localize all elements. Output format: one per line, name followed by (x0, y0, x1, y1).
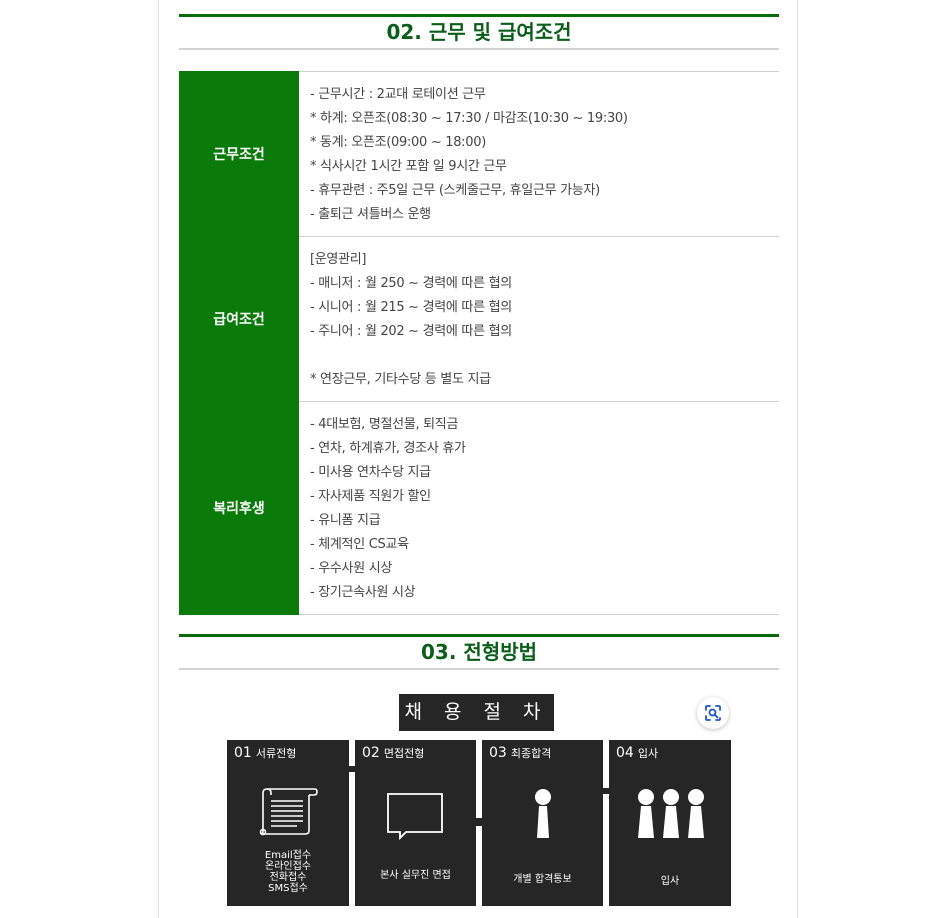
list-item: - 연차, 하계휴가, 경조사 휴가 (310, 441, 466, 456)
caption-line: 본사 실무진 면접 (380, 870, 451, 881)
list-item: - 시니어 : 월 215 ~ 경력에 따른 협의 (310, 300, 512, 315)
step-name: 입사 (637, 747, 659, 760)
row-content-work: - 근무시간 : 2교대 로테이션 근무 * 하계: 오픈조(08:30 ~ 1… (299, 71, 779, 237)
document-scroll-icon (259, 788, 318, 836)
step-connector (476, 818, 482, 826)
list-item: - 미사용 연차수당 지급 (310, 465, 431, 480)
list-item: - 우수사원 시상 (310, 561, 393, 576)
list-item: * 동계: 오픈조(09:00 ~ 18:00) (310, 135, 486, 150)
list-item: [운영관리] (310, 252, 367, 267)
process-title: 채 용 절 차 (399, 694, 554, 731)
list-item: - 장기근속사원 시상 (310, 585, 416, 600)
visual-search-icon (705, 705, 721, 721)
list-item: - 출퇴근 셔틀버스 운행 (310, 207, 431, 222)
list-item: - 체계적인 CS교육 (310, 537, 409, 552)
list-item: * 식사시간 1시간 포함 일 9시간 근무 (310, 159, 507, 174)
step-name: 면접전형 (383, 747, 425, 760)
row-label-benefits: 복리후생 (179, 401, 299, 615)
list-item: - 유니폼 지급 (310, 513, 381, 528)
section-title-process: 03. 전형방법 (179, 634, 779, 670)
step-caption: Email접수 온라인접수 전화접수 SMS접수 (227, 850, 349, 894)
caption-line: 전화접수 (269, 872, 307, 883)
visual-search-button[interactable] (697, 697, 729, 729)
caption-line: 개별 합격통보 (513, 874, 572, 885)
content-frame (158, 0, 798, 918)
list-item: - 근무시간 : 2교대 로테이션 근무 (310, 87, 486, 102)
row-content-benefits: - 4대보험, 명절선물, 퇴직금 - 연차, 하계휴가, 경조사 휴가 - 미… (299, 401, 779, 615)
conditions-table: 근무조건 - 근무시간 : 2교대 로테이션 근무 * 하계: 오픈조(08:3… (179, 71, 779, 615)
speech-bubble-icon (387, 793, 443, 840)
person-icon (535, 789, 551, 838)
step-caption: 본사 실무진 면접 (355, 870, 476, 881)
caption-line: 입사 (660, 876, 680, 887)
list-item: * 하계: 오픈조(08:30 ~ 17:30 / 마감조(10:30 ~ 19… (310, 111, 628, 126)
step-name: 최종합격 (510, 747, 552, 760)
list-item: - 4대보험, 명절선물, 퇴직금 (310, 417, 459, 432)
step-number: 01 (234, 745, 252, 761)
list-item: - 자사제품 직원가 할인 (310, 489, 431, 504)
step-connector (349, 766, 355, 772)
list-item: - 매니저 : 월 250 ~ 경력에 따른 협의 (310, 276, 512, 291)
step-name: 서류전형 (255, 747, 297, 760)
step-caption: 개별 합격통보 (482, 874, 603, 885)
table-row: 근무조건 - 근무시간 : 2교대 로테이션 근무 * 하계: 오픈조(08:3… (179, 71, 779, 237)
caption-line: SMS접수 (268, 883, 308, 894)
row-label-work: 근무조건 (179, 71, 299, 237)
section-title-conditions: 02. 근무 및 급여조건 (179, 14, 779, 50)
caption-line: 온라인접수 (265, 861, 311, 872)
step-number: 02 (362, 745, 380, 761)
step-connector (603, 788, 609, 794)
row-content-salary: [운영관리] - 매니저 : 월 250 ~ 경력에 따른 협의 - 시니어 :… (299, 236, 779, 402)
table-row: 복리후생 - 4대보험, 명절선물, 퇴직금 - 연차, 하계휴가, 경조사 휴… (179, 401, 779, 615)
list-item: * 연장근무, 기타수당 등 별도 지급 (310, 372, 491, 387)
row-label-salary: 급여조건 (179, 236, 299, 402)
caption-line: Email접수 (264, 850, 312, 861)
table-row: 급여조건 [운영관리] - 매니저 : 월 250 ~ 경력에 따른 협의 - … (179, 236, 779, 402)
list-item (310, 344, 768, 368)
step-number: 04 (616, 745, 634, 761)
step-number: 03 (489, 745, 507, 761)
step-caption: 입사 (609, 876, 731, 887)
three-people-icon (638, 789, 704, 838)
list-item: - 휴무관련 : 주5일 근무 (스케줄근무, 휴일근무 가능자) (310, 183, 600, 198)
list-item: - 주니어 : 월 202 ~ 경력에 따른 협의 (310, 324, 512, 339)
